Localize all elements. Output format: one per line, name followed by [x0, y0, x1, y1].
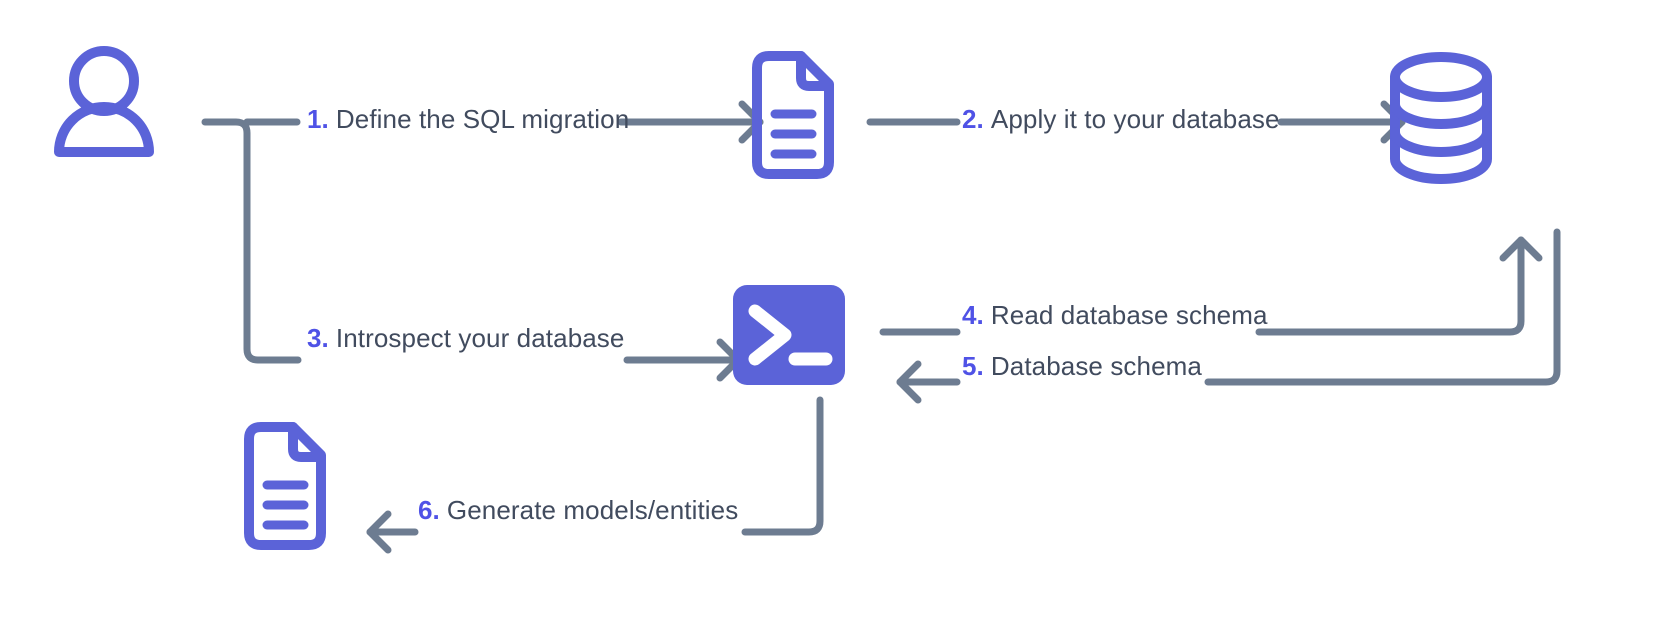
step-number-2: 2. — [962, 104, 984, 134]
user-icon — [54, 46, 154, 157]
connector-step6-line-right — [741, 396, 824, 536]
step-label-4: 4.Read database schema — [962, 302, 1268, 328]
document-lines — [262, 480, 309, 530]
connector-user-branch — [201, 118, 302, 364]
step-text-4: Read database schema — [990, 300, 1268, 330]
step-label-6: 6.Generate models/entities — [418, 497, 738, 523]
step-number-5: 5. — [962, 351, 984, 381]
document-icon-models — [244, 422, 326, 550]
step-number-6: 6. — [418, 495, 440, 525]
terminal-chevron-icon — [748, 304, 792, 366]
step-number-3: 3. — [307, 323, 329, 353]
connector-step4-line-right — [1255, 236, 1525, 336]
step-label-3: 3.Introspect your database — [307, 325, 624, 351]
arrowhead-step6 — [366, 510, 392, 554]
step-text-2: Apply it to your database — [990, 104, 1280, 134]
document-lines — [770, 109, 817, 159]
arrowhead-step4 — [1499, 236, 1543, 262]
terminal-icon — [733, 285, 845, 385]
step-label-5: 5.Database schema — [962, 353, 1202, 379]
step-text-5: Database schema — [990, 351, 1202, 381]
step-text-3: Introspect your database — [335, 323, 625, 353]
step-number-4: 4. — [962, 300, 984, 330]
step-label-2: 2.Apply it to your database — [962, 106, 1280, 132]
connector-step5-line-right — [1204, 228, 1561, 386]
document-icon-migration — [752, 51, 834, 179]
step-number-1: 1. — [307, 104, 329, 134]
arrowhead-step5 — [896, 360, 922, 404]
database-icon — [1390, 52, 1492, 184]
step-label-1: 1.Define the SQL migration — [307, 106, 629, 132]
step-text-1: Define the SQL migration — [335, 104, 630, 134]
step-text-6: Generate models/entities — [446, 495, 739, 525]
